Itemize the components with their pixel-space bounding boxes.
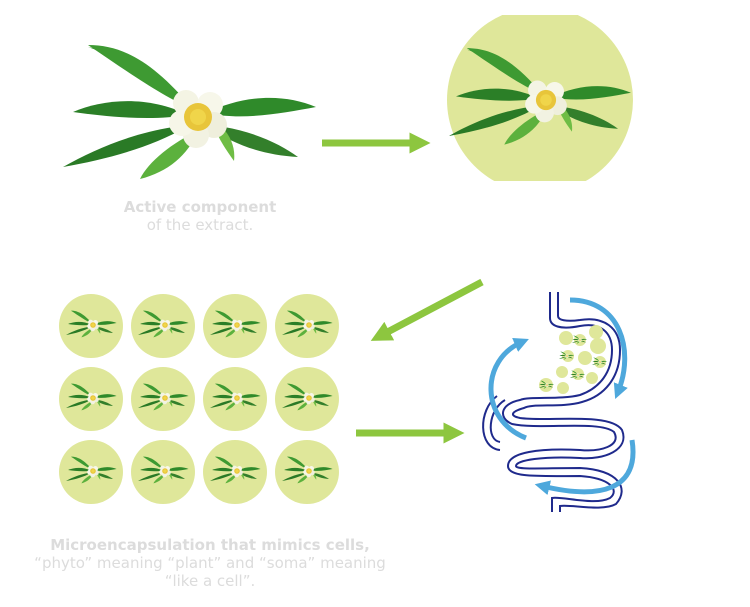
capsule xyxy=(59,294,123,358)
capsule xyxy=(59,367,123,431)
capsule xyxy=(59,440,123,504)
caption-line: “like a cell”. xyxy=(164,572,256,590)
tea-sprig-icon xyxy=(63,45,316,179)
capsule xyxy=(131,294,195,358)
capsule-grid xyxy=(59,294,339,504)
caption-text: of the extract. xyxy=(146,216,254,234)
capsule xyxy=(131,440,195,504)
capsule xyxy=(203,367,267,431)
caption-title: Active component xyxy=(123,198,277,216)
circular-flow-arrow-icon xyxy=(488,297,636,496)
extract-caption: Active component of the extract. xyxy=(80,198,320,234)
arrow-down-left-icon xyxy=(370,278,484,341)
stomach-intestine-icon xyxy=(482,292,625,512)
capsule xyxy=(131,367,195,431)
capsule xyxy=(275,367,339,431)
capsule xyxy=(275,440,339,504)
caption-title: Microencapsulation that mimics cells, xyxy=(50,536,370,554)
capsule xyxy=(203,294,267,358)
microencapsulation-caption: Microencapsulation that mimics cells, “p… xyxy=(0,536,420,590)
caption-line: “phyto” meaning “plant” and “soma” meani… xyxy=(34,554,386,572)
single-capsule xyxy=(447,15,633,181)
capsule xyxy=(203,440,267,504)
capsule xyxy=(275,294,339,358)
